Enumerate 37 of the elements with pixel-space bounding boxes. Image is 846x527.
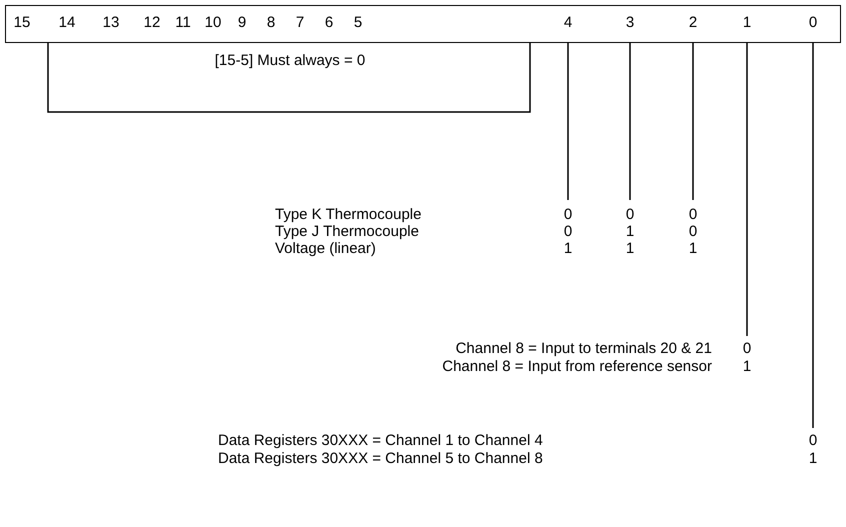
bit-value: 1 [742, 358, 752, 376]
bit-value: 1 [688, 240, 698, 258]
bit-value: 0 [564, 223, 572, 241]
bit-number: 13 [102, 14, 120, 32]
bit-number: 8 [266, 14, 276, 32]
bit-number: 12 [144, 14, 160, 32]
bit-value: 0 [688, 223, 698, 241]
bit-value: 0 [564, 206, 572, 224]
bit-number: 10 [204, 14, 222, 32]
option-text: Channel 8 = Input to terminals 20 & 21 [456, 340, 712, 358]
option-text: Channel 8 = Input from reference sensor [442, 358, 712, 376]
option-text: Type J Thermocouple [275, 223, 419, 241]
bit-number: 2 [688, 14, 698, 32]
bit-number: 0 [808, 14, 818, 32]
bit-number: 14 [58, 14, 76, 32]
bit-number: 11 [175, 14, 191, 32]
bit-number: 9 [238, 14, 246, 32]
bit-value: 1 [626, 240, 634, 258]
option-text: Data Registers 30XXX = Channel 5 to Channel 8 [218, 450, 543, 468]
bit-number: 7 [296, 14, 304, 32]
bit-value: 1 [564, 240, 572, 258]
bit-number: 15 [14, 14, 30, 32]
bit-value: 0 [626, 206, 634, 224]
bit-number: 6 [324, 14, 334, 32]
option-text: Type K Thermocouple [275, 206, 422, 224]
bit-number: 3 [626, 14, 634, 32]
option-text: Data Registers 30XXX = Channel 1 to Channel 4 [218, 432, 543, 450]
bit-value: 1 [808, 450, 818, 468]
bit-number: 1 [742, 14, 752, 32]
bit-value: 0 [742, 340, 752, 358]
bit-value: 1 [626, 223, 634, 241]
bit-number: 4 [564, 14, 572, 32]
option-text: Voltage (linear) [275, 240, 376, 258]
bit-value: 0 [688, 206, 698, 224]
bit-value: 0 [808, 432, 818, 450]
note-text: [15-5] Must always = 0 [214, 52, 366, 70]
bit-number: 5 [354, 14, 362, 32]
